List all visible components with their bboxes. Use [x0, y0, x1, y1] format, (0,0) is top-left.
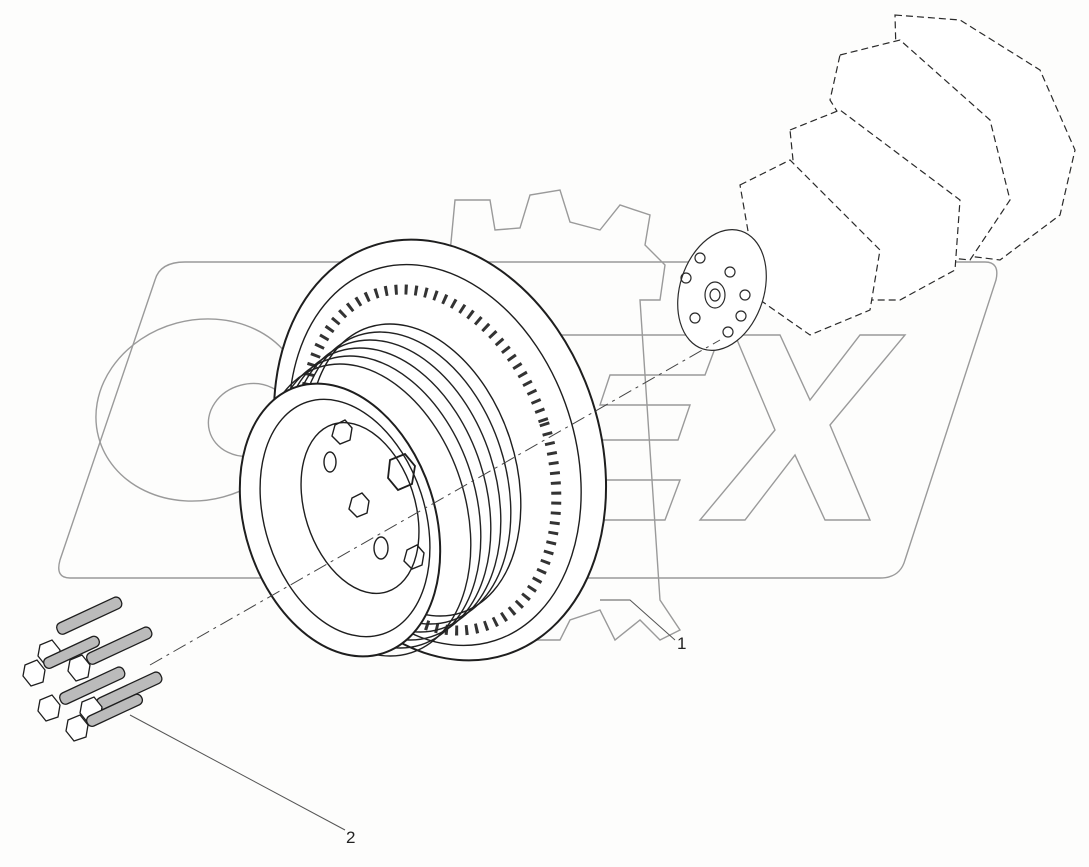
pulley-damper-drawing [238, 238, 608, 662]
bolt [65, 693, 144, 742]
callout-2: 2 [346, 828, 356, 847]
leader-lines [129, 599, 676, 831]
crankshaft-drawing [677, 14, 1076, 351]
watermark-letter-e [529, 334, 722, 521]
assembly-centerline [149, 339, 721, 666]
callout-1: 1 [677, 634, 687, 653]
bolt [67, 626, 153, 682]
bolt-set-drawing [22, 596, 163, 742]
watermark-letter-x [698, 334, 907, 521]
bolt [37, 666, 126, 722]
leader-line-2 [129, 714, 346, 831]
pulley-bolt-heads [323, 419, 425, 570]
bolt [22, 635, 101, 687]
crankshaft-bolt-holes [680, 252, 751, 338]
watermark-frame [58, 261, 998, 579]
leader-line-1 [600, 599, 676, 641]
